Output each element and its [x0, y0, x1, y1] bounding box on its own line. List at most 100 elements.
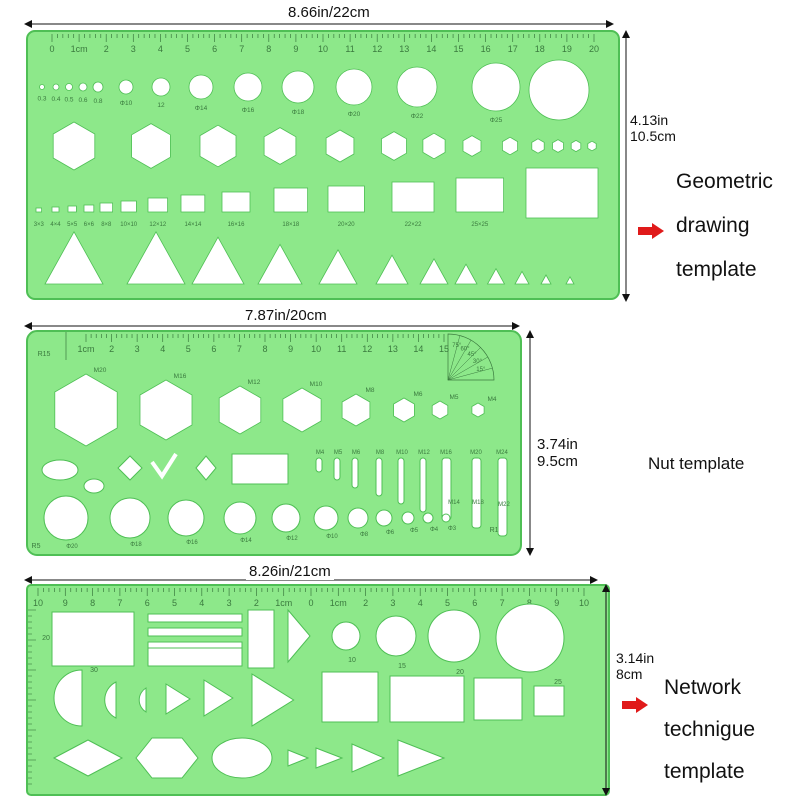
- hexagon-label: M12: [248, 379, 261, 386]
- circle-label: Φ20: [348, 111, 361, 118]
- scale-tick-label: 12: [362, 344, 372, 354]
- scale-tick-label: 8: [90, 598, 95, 608]
- circle-label: Φ12: [286, 536, 298, 542]
- square-label: 25×25: [471, 222, 489, 228]
- circle-label: Φ8: [360, 532, 369, 538]
- side-label: 30: [90, 667, 98, 674]
- scale-tick-label: 11: [337, 344, 346, 354]
- protractor-label: 60°: [460, 347, 470, 353]
- circle-label: Φ10: [120, 100, 133, 107]
- nut-template-caption: Nut template: [648, 454, 745, 473]
- scale-tick-label: 13: [399, 44, 409, 54]
- scale-tick-label: 9: [554, 598, 559, 608]
- circle-hole: [427, 609, 481, 663]
- circle-hole: [151, 77, 171, 97]
- triangle-hole: [540, 274, 552, 285]
- scale-tick-label: 5: [445, 598, 450, 608]
- scale-tick-label: 4: [199, 598, 204, 608]
- scale-tick-label: 15: [439, 344, 449, 354]
- scale-tick-label: 13: [388, 344, 398, 354]
- slot-hole: [497, 457, 508, 537]
- protractor-label: 75°: [452, 343, 462, 349]
- corner-label: R5: [32, 543, 41, 550]
- circle-label: Φ14: [240, 538, 252, 544]
- triangle-hole: [514, 270, 530, 285]
- square-label: 10×10: [120, 222, 138, 228]
- circle-hole: [375, 509, 393, 527]
- square-label: 14×14: [184, 222, 202, 228]
- scale-tick-label: 7: [500, 598, 505, 608]
- square-label: 18×18: [282, 222, 300, 228]
- square-hole: [51, 206, 60, 213]
- half-circle-hole: [104, 681, 117, 719]
- hexagon-hole: [422, 132, 446, 160]
- scale-tick-label: 8: [527, 598, 532, 608]
- hexagon-hole: [199, 124, 237, 168]
- hexagon-hole: [139, 379, 193, 441]
- arrow-triangle-hole: [287, 749, 310, 767]
- side-label: 20: [42, 635, 50, 642]
- circle-label: 12: [157, 102, 165, 109]
- circle-label: Φ14: [195, 105, 208, 112]
- square-hole: [321, 671, 379, 723]
- circle-hole: [188, 74, 214, 100]
- square-hole: [533, 685, 565, 717]
- hexagon-hole: [471, 402, 485, 418]
- slot-hole: [375, 457, 383, 497]
- red-arrow-icon: [638, 223, 664, 239]
- protractor-ray: [447, 335, 461, 381]
- scale-tick-label: 3: [390, 598, 395, 608]
- circle-hole: [271, 503, 301, 533]
- triangle-hole: [191, 236, 245, 285]
- protractor-ray: [447, 340, 472, 381]
- circle-label: 0.5: [64, 97, 73, 104]
- circle-hole: [375, 615, 417, 657]
- hexagon-hole: [135, 737, 199, 779]
- hexagon-hole: [431, 400, 449, 420]
- scale-tick-label: 2: [363, 598, 368, 608]
- slot-label: M12: [418, 450, 430, 456]
- scale-tick-label: 12: [372, 44, 382, 54]
- circle-hole: [401, 511, 415, 525]
- scale-tick-label: 7: [117, 598, 122, 608]
- hexagon-hole: [462, 135, 482, 157]
- checkmark-hole: [150, 452, 178, 480]
- slot-hole: [471, 457, 482, 529]
- red-arrow-icon: [622, 697, 648, 713]
- slot-hole: [315, 457, 323, 473]
- half-circle-hole: [53, 669, 83, 727]
- network-template-height-dimension: [600, 584, 612, 796]
- circle-label: Φ6: [386, 530, 395, 536]
- square-hole: [525, 167, 599, 219]
- circle-hole: [78, 82, 88, 92]
- circle-label: 10: [348, 657, 356, 664]
- scale-tick-label: 5: [185, 44, 190, 54]
- scale-tick-label: 5: [186, 344, 191, 354]
- square-hole: [120, 200, 137, 213]
- hexagon-hole: [54, 373, 118, 447]
- circle-hole: [441, 513, 451, 523]
- circle-label: 0.4: [51, 96, 60, 103]
- scale-tick-label: 2: [254, 598, 259, 608]
- square-label: 4×4: [50, 222, 61, 228]
- circle-hole: [39, 84, 45, 90]
- hexagon-hole: [501, 136, 519, 156]
- stencil-board: [26, 30, 620, 300]
- circle-label: 20: [456, 669, 464, 676]
- dimension-arrow-line: [24, 20, 614, 28]
- scale-tick-label: 5: [172, 598, 177, 608]
- hexagon-hole: [325, 129, 355, 163]
- hexagon-label: M20: [94, 367, 107, 374]
- hexagon-hole: [393, 397, 415, 423]
- triangle-hole: [375, 254, 409, 285]
- corner-label: M14: [448, 500, 460, 506]
- slot-hole: [419, 457, 427, 513]
- ellipse-hole: [211, 737, 273, 779]
- slot-label: M10: [396, 450, 408, 456]
- scale-tick-label: 0: [49, 44, 54, 54]
- arrow-triangle-hole: [351, 743, 386, 773]
- triangle-hole: [165, 683, 191, 715]
- rectangle-hole: [231, 453, 289, 485]
- protractor-ray: [447, 367, 493, 381]
- circle-label: 0.8: [93, 98, 102, 105]
